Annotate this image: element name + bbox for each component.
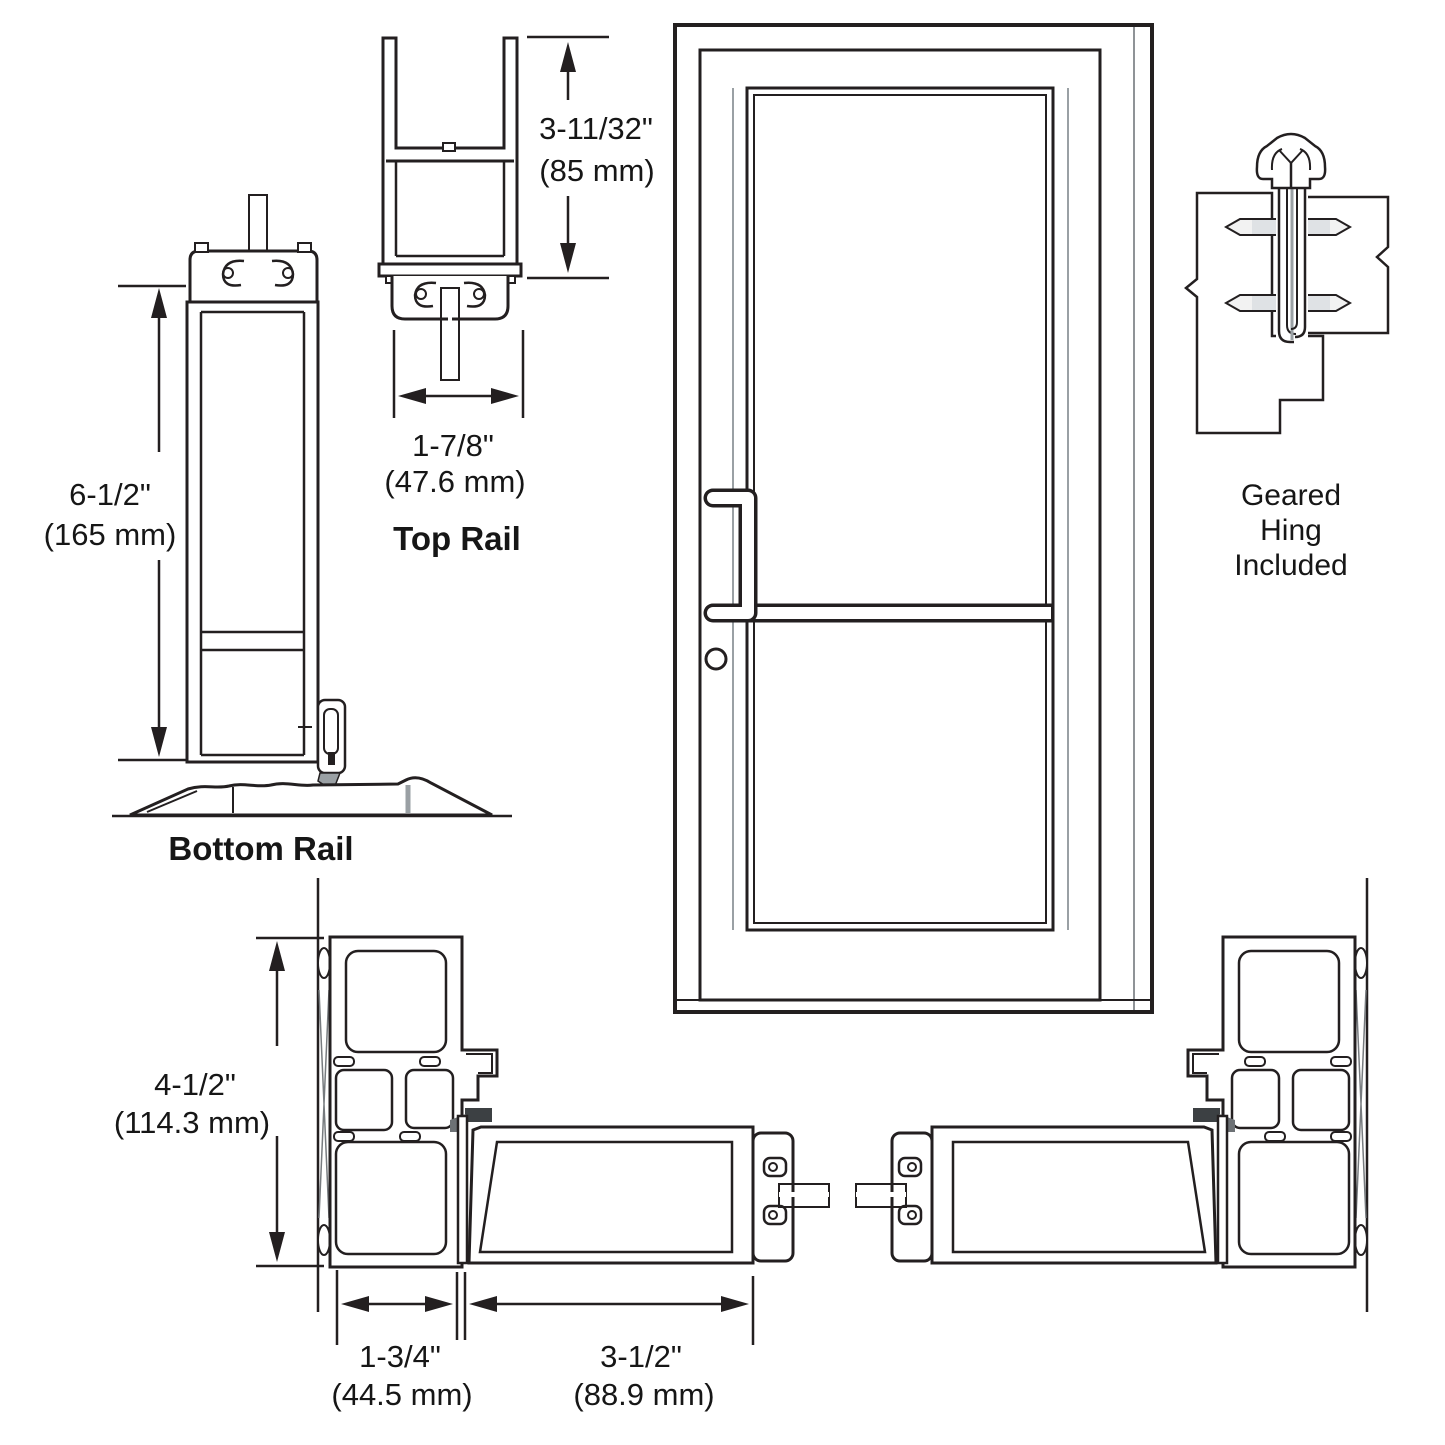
dimension-top-rail-width: [392, 330, 525, 418]
bottom-rail-section: [112, 194, 512, 818]
hinge-note-line3: Included: [1234, 549, 1347, 582]
hinge-jamb-section-left: [316, 878, 830, 1312]
door-elevation: [673, 23, 1154, 1014]
gear-cap: [1255, 132, 1327, 190]
geared-hinge-detail: [1184, 132, 1390, 435]
stile-plate: [1301, 195, 1390, 335]
door-stile-section: [467, 1125, 755, 1265]
dimension-stile-widths: [335, 1270, 755, 1345]
rail-tube: [185, 300, 320, 764]
hinge-leaf-left: [1277, 180, 1294, 344]
dim-stile-width-in: 1-3/4": [359, 1339, 441, 1374]
top-rail-label: Top Rail: [393, 520, 521, 557]
hinge-leaf-right: [1294, 180, 1307, 339]
sealant-hatch: [318, 989, 330, 1219]
dim-rail-width-in: 3-1/2": [600, 1339, 682, 1374]
glass-clamp: [188, 249, 319, 302]
dim-rail-width-mm: (88.9 mm): [573, 1377, 714, 1412]
dim-top-rail-width-mm: (47.6 mm): [384, 464, 525, 499]
gasket-right: [463, 281, 487, 308]
threshold: [129, 776, 493, 817]
dim-bottom-rail-height-mm: (165 mm): [44, 517, 177, 552]
bottom-rail-label: Bottom Rail: [168, 830, 353, 867]
dim-stile-width-mm: (44.5 mm): [331, 1377, 472, 1412]
dim-top-rail-height-mm: (85 mm): [539, 153, 654, 188]
dimension-jamb-depth: [256, 936, 324, 1268]
door-sill: [674, 999, 1153, 1013]
dim-top-rail-height-in: 3-11/32": [539, 111, 653, 146]
lock-cylinder: [704, 647, 728, 671]
door-glass: [745, 86, 1055, 932]
weatherstrip: [465, 1108, 492, 1122]
hinge-note-line1: Geared: [1241, 479, 1341, 512]
glass-stem: [440, 287, 460, 381]
dimension-top-rail-height: [527, 35, 609, 280]
dim-jamb-depth-mm: (114.3 mm): [114, 1105, 270, 1140]
top-rail-section: [377, 36, 523, 381]
dim-bottom-rail-height-in: 6-1/2": [69, 477, 151, 512]
jamb-profile: [328, 935, 499, 1269]
hinge-leaf-edge: [456, 1114, 469, 1265]
strike-jamb-section-right: [854, 876, 1369, 1314]
dim-jamb-depth-in: 4-1/2": [154, 1067, 236, 1102]
jamb-plate: [1184, 191, 1325, 435]
gasket-left: [413, 281, 437, 308]
dimension-bottom-rail-height: [118, 284, 186, 762]
dim-top-rail-width-in: 1-7/8": [412, 428, 494, 463]
hinge-note-line2: Hing: [1260, 514, 1322, 547]
